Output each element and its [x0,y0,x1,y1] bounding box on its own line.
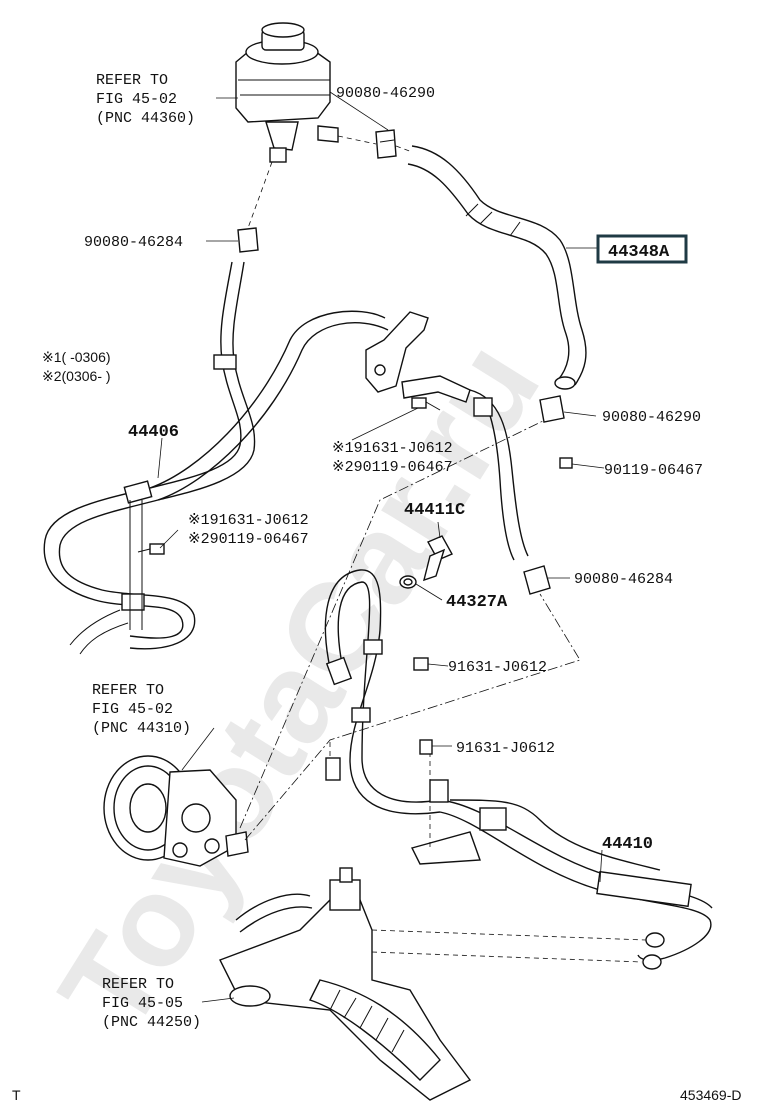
leader-bolt-mid [351,407,419,441]
refer-pump-label: REFER TO FIG 45-02 (PNC 44310) [92,682,191,737]
label-bolt-mid-1[interactable]: ※191631-J0612 [332,440,453,457]
clamp-90080-46284-lower[interactable] [523,565,551,595]
refer-gear-line-1: REFER TO [102,976,174,993]
label-bolt-right[interactable]: 90119-06467 [604,462,703,479]
label-bolt-mid-a[interactable]: 91631-J0612 [448,659,547,676]
leader-bolt-left [159,529,179,549]
power-steering-pump[interactable] [103,755,249,867]
label-44411c[interactable]: 44411C [404,501,465,520]
clamp-90080-46290-top[interactable] [375,129,397,159]
diagram-id: 453469-D [680,1087,742,1103]
leader-bolt-mid-a [427,663,449,667]
refer-gear-line-2: FIG 45-05 [102,995,183,1012]
leader-44327a [415,583,443,601]
highlight-box-44348a [596,234,688,264]
label-bolt-mid-b[interactable]: 91631-J0612 [456,740,555,757]
bolt-mid-upper[interactable] [411,397,441,411]
hose-bracket-upper[interactable] [365,311,471,403]
label-bolt-left-1[interactable]: ※191631-J0612 [188,512,309,529]
guide-pump-right [244,593,581,841]
gasket-44327a[interactable] [399,575,417,589]
refer-pump-line-3: (PNC 44310) [92,720,191,737]
reservoir-tank[interactable] [235,22,339,163]
leader-clamp-top [329,91,389,131]
refer-gear-label: REFER TO FIG 45-05 (PNC 44250) [102,976,201,1031]
clamp-90080-46290-right[interactable] [539,395,565,423]
leader-refer-pump [181,727,215,771]
leader-44411c [437,521,441,539]
bolt-91631-b[interactable] [419,739,433,755]
guide-reservoir-to-clamp [247,161,273,229]
refer-pump-line-1: REFER TO [92,682,164,699]
suction-hose-44406[interactable] [43,261,389,655]
label-clamp-upper-left[interactable]: 90080-46284 [84,234,183,251]
refer-reservoir-line-2: FIG 45-02 [96,91,177,108]
leader-clamp-right [563,411,597,417]
label-clamp-right-lower[interactable]: 90080-46284 [574,571,673,588]
footer-left-code: T [12,1087,21,1103]
label-44327a[interactable]: 44327A [446,593,508,612]
refer-reservoir-label: REFER TO FIG 45-02 (PNC 44360) [96,72,195,127]
pressure-tube-44410[interactable] [324,569,713,970]
label-44348a[interactable]: 44348A [608,243,670,262]
refer-reservoir-line-1: REFER TO [96,72,168,89]
guide-gear-2 [371,951,643,963]
refer-pump-line-2: FIG 45-02 [92,701,173,718]
leader-bolt-right [571,463,605,469]
pressure-tube-upper[interactable] [469,389,529,561]
note-1: ※1( -0306) [42,349,111,365]
leader-refer-gear [201,997,235,1003]
bolt-91631-a[interactable] [413,657,429,671]
bolt-left[interactable] [137,543,165,555]
refer-gear-line-3: (PNC 44250) [102,1014,201,1031]
label-44406[interactable]: 44406 [128,423,179,442]
label-bolt-mid-2[interactable]: ※290119-06467 [332,459,453,476]
bolt-90119-06467[interactable] [559,457,573,469]
label-bolt-left-2[interactable]: ※290119-06467 [188,531,309,548]
label-clamp-right-upper[interactable]: 90080-46290 [602,409,701,426]
leader-44406 [157,437,163,479]
guide-gear-1 [371,929,647,941]
guide-pump-left [239,419,546,829]
return-hose-44348a[interactable] [407,145,587,390]
label-clamp-top[interactable]: 90080-46290 [336,85,435,102]
label-44410[interactable]: 44410 [602,835,653,854]
clamp-90080-46284-upper[interactable] [237,227,259,253]
guide-top-clamp [395,145,413,153]
note-2: ※2(0306- ) [42,368,111,384]
refer-reservoir-line-3: (PNC 44360) [96,110,195,127]
leader-44410 [599,849,603,883]
guide-reservoir-to-hose [337,135,377,145]
steering-gear-assembly[interactable] [219,867,472,1101]
union-bolt-44411c[interactable] [423,535,453,582]
